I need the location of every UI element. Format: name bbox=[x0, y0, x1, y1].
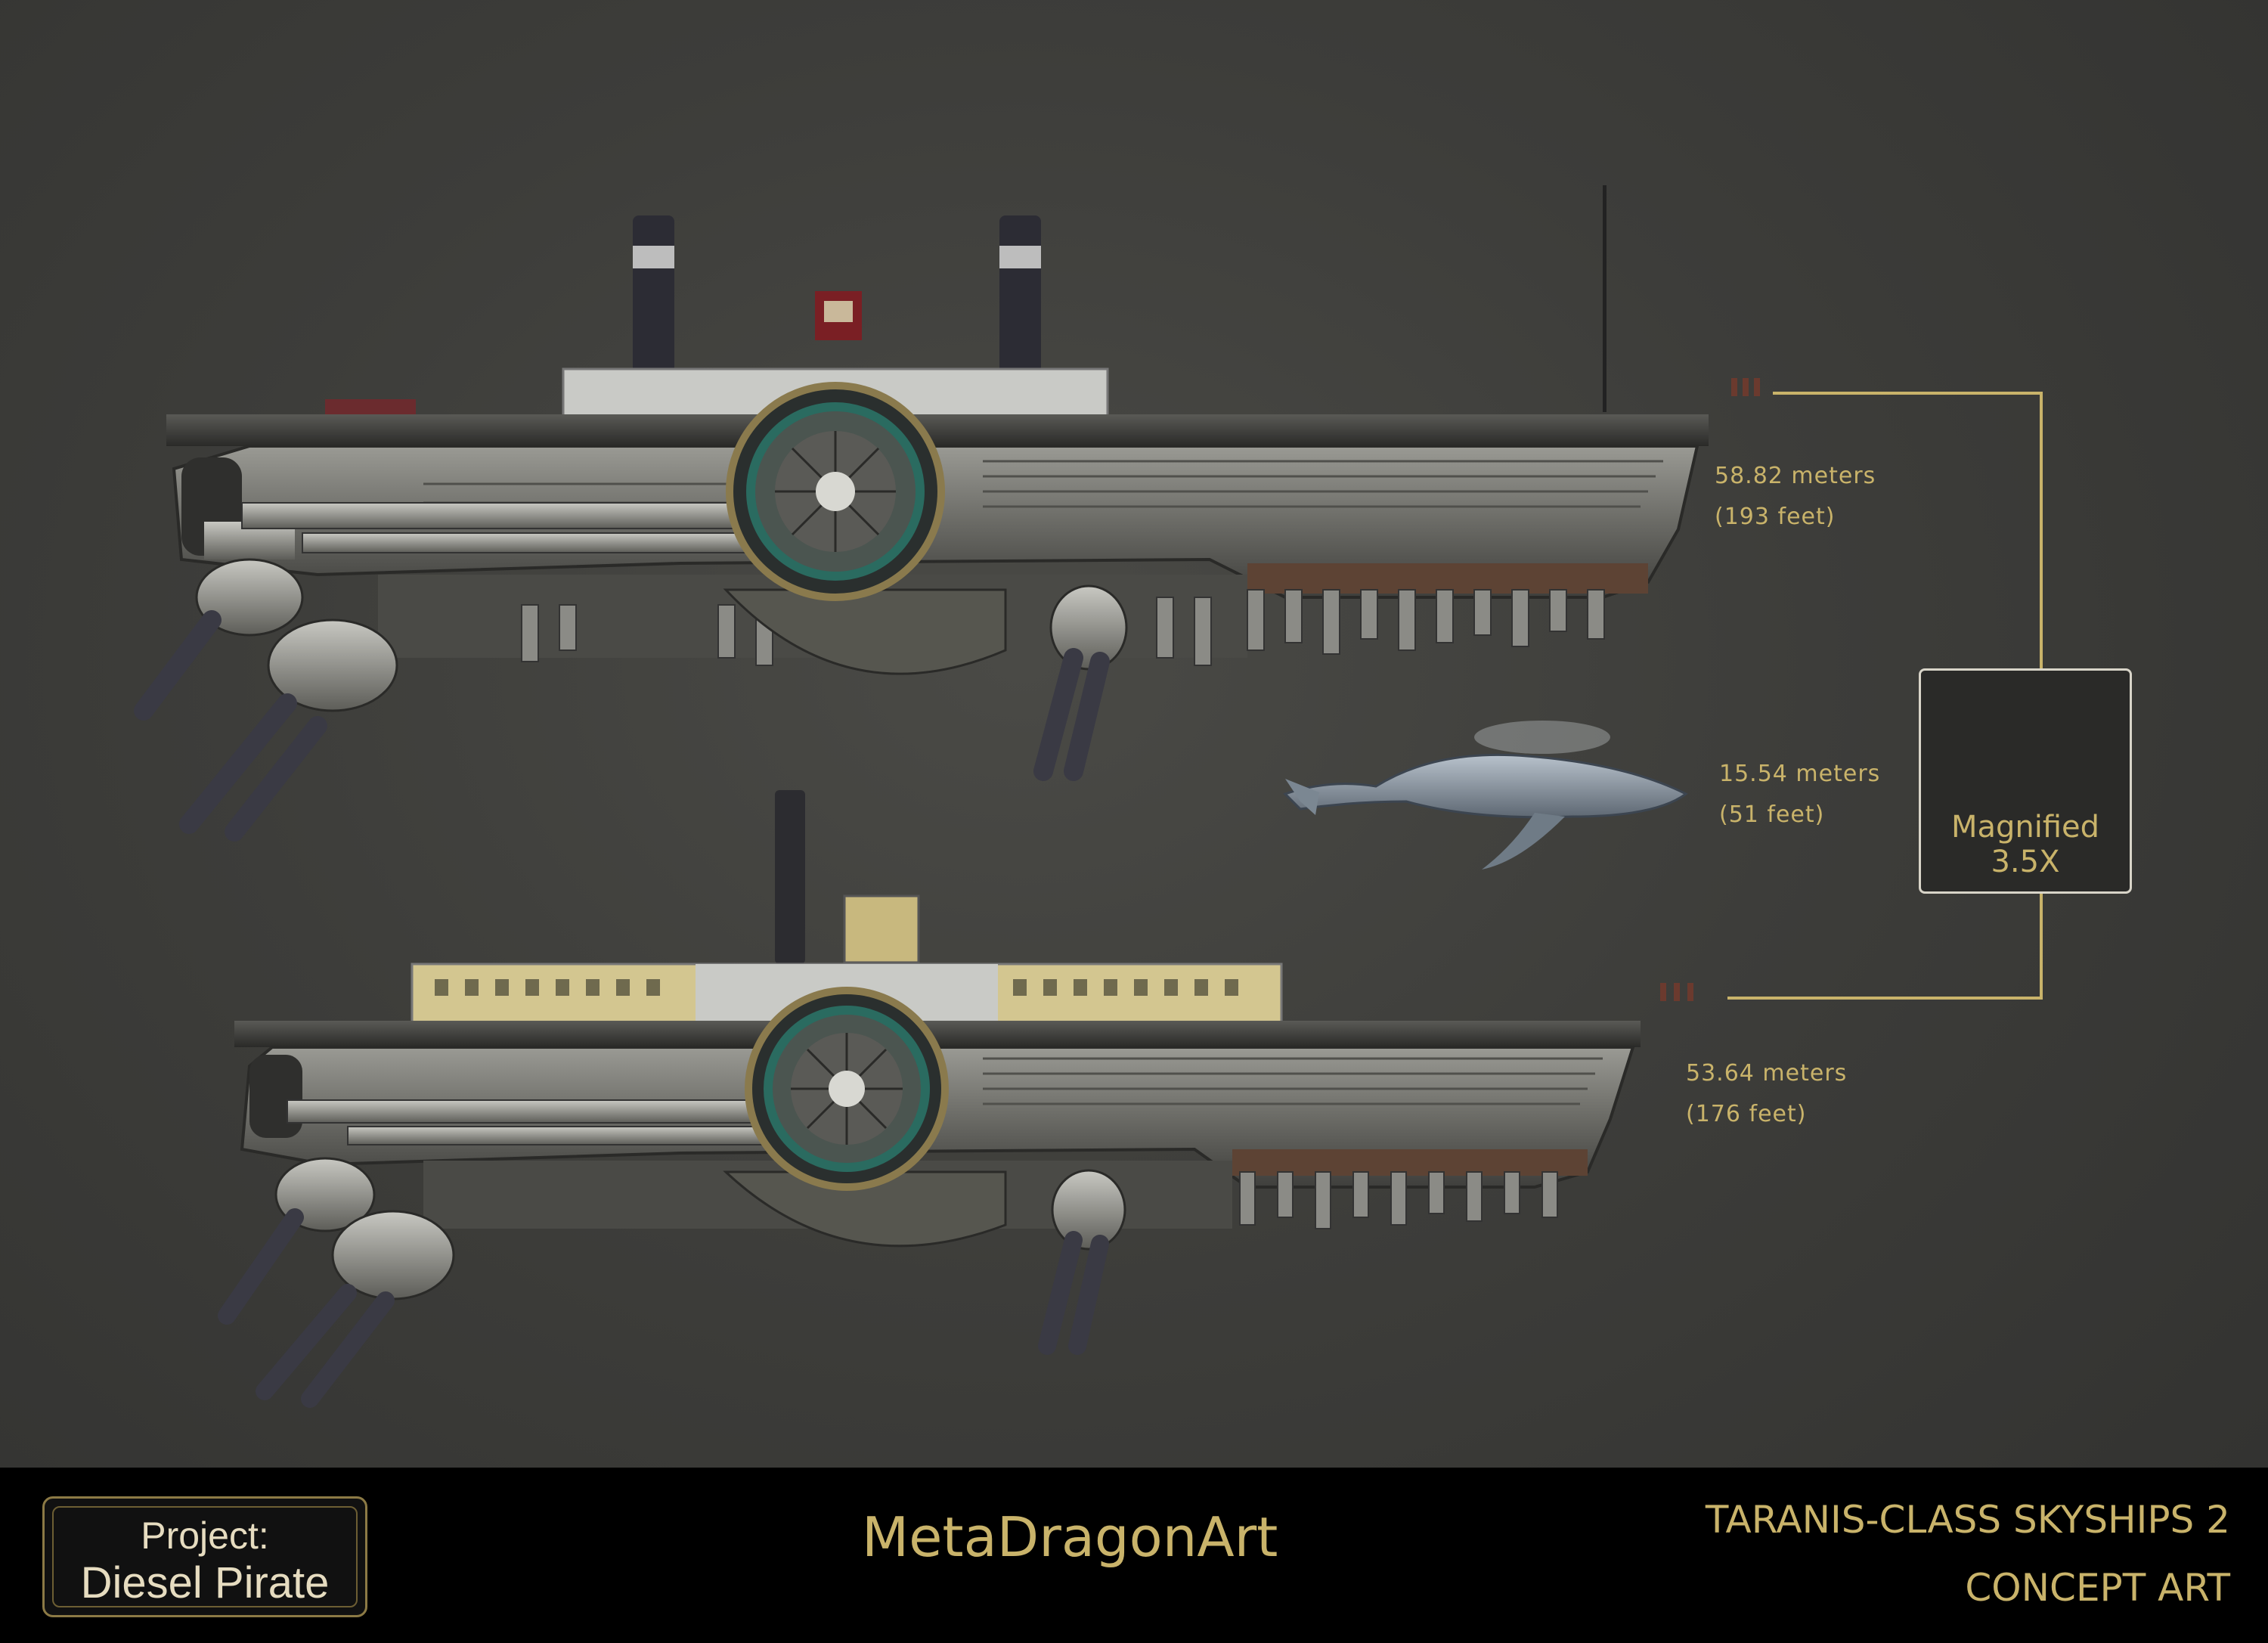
scale-figures-top bbox=[1731, 378, 1760, 396]
turbine bbox=[726, 382, 945, 601]
project-logo: Project: Diesel Pirate bbox=[42, 1496, 367, 1617]
ship-large-feet: (193 feet) bbox=[1715, 504, 1836, 530]
sheet-subtitle: CONCEPT ART bbox=[1965, 1566, 2230, 1610]
whale-meters: 15.54 meters bbox=[1719, 761, 1881, 787]
logo-line-2: Diesel Pirate bbox=[80, 1558, 330, 1607]
ship-small-meters: 53.64 meters bbox=[1686, 1060, 1848, 1087]
artwork-layer bbox=[134, 185, 2102, 1408]
ship-small-feet: (176 feet) bbox=[1686, 1101, 1807, 1127]
footer-bar: Project: Diesel Pirate MetaDragonArt TAR… bbox=[0, 1468, 2268, 1643]
whale bbox=[1283, 721, 1688, 870]
ship-small-measurement: 53.64 meters (176 feet) bbox=[1686, 1053, 1847, 1135]
whale-feet: (51 feet) bbox=[1719, 801, 1825, 828]
sheet-title: TARANIS-CLASS SKYSHIPS 2 bbox=[1705, 1498, 2230, 1542]
logo-frame bbox=[52, 1506, 358, 1607]
skyship-large bbox=[134, 185, 1709, 842]
scale-connector bbox=[1727, 392, 2043, 1000]
ship-large-measurement: 58.82 meters (193 feet) bbox=[1715, 456, 1876, 538]
magnified-label: Magnified 3.5X bbox=[1950, 810, 2100, 879]
logo-line-1: Project: bbox=[141, 1514, 269, 1557]
skyship-small bbox=[218, 790, 1641, 1408]
turbine bbox=[745, 987, 949, 1191]
whale-measurement: 15.54 meters (51 feet) bbox=[1719, 754, 1880, 835]
scale-figures-bottom bbox=[1660, 983, 1693, 1001]
artist-brand: MetaDragonArt bbox=[862, 1505, 1278, 1569]
smokestack bbox=[633, 215, 1041, 378]
ship-large-meters: 58.82 meters bbox=[1715, 463, 1876, 489]
magnified-crew-box: Magnified 3.5X bbox=[1919, 668, 2132, 894]
